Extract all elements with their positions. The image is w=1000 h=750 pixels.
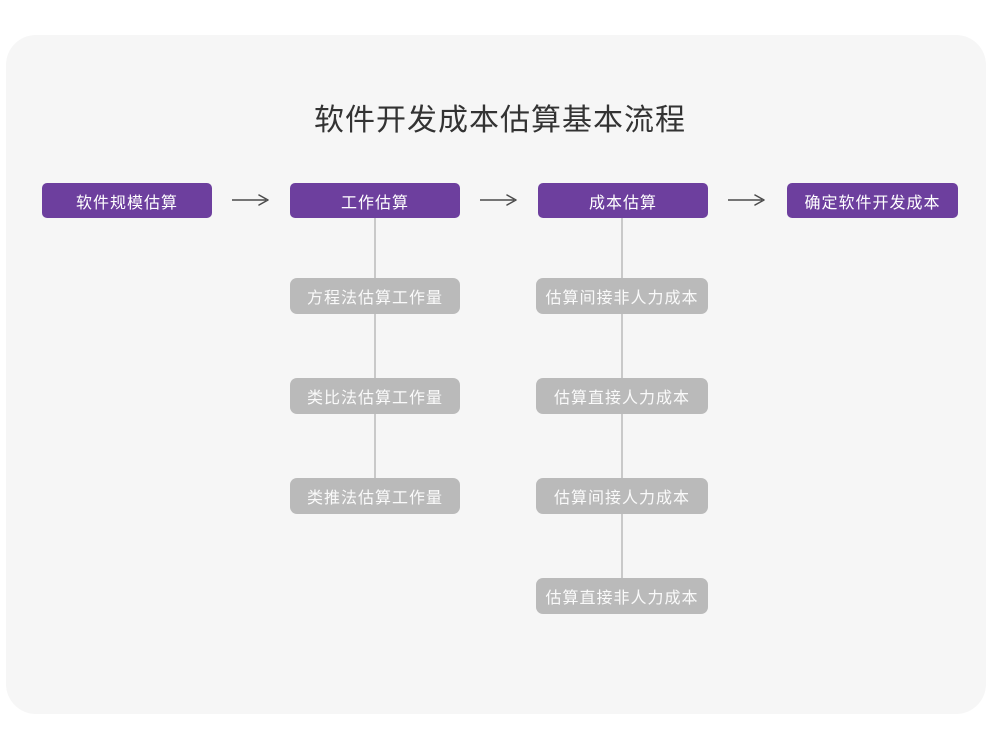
subnode-indirect-nonlabor-cost: 估算间接非人力成本 xyxy=(536,278,708,314)
subnode-label: 估算直接非人力成本 xyxy=(545,590,699,607)
arrow-right-icon xyxy=(728,194,765,206)
node-label: 成本估算 xyxy=(588,194,657,212)
subnode-direct-nonlabor-cost: 估算直接非人力成本 xyxy=(536,578,708,614)
subnode-equation-method: 方程法估算工作量 xyxy=(290,278,460,314)
node-label: 确定软件开发成本 xyxy=(804,194,941,212)
node-determine-dev-cost: 确定软件开发成本 xyxy=(787,183,958,218)
subnode-label: 估算直接人力成本 xyxy=(553,390,690,407)
subnode-label: 类比法估算工作量 xyxy=(306,390,443,407)
connector-line-work xyxy=(374,218,376,478)
subnode-label: 估算间接非人力成本 xyxy=(545,290,699,307)
node-label: 软件规模估算 xyxy=(75,194,178,212)
subnode-direct-labor-cost: 估算直接人力成本 xyxy=(536,378,708,414)
node-label: 工作估算 xyxy=(340,194,409,212)
subnode-label: 估算间接人力成本 xyxy=(553,490,690,507)
arrow-right-icon xyxy=(480,194,517,206)
node-work-estimation: 工作估算 xyxy=(290,183,460,218)
canvas-card xyxy=(6,35,986,714)
diagram-title: 软件开发成本估算基本流程 xyxy=(314,104,686,137)
subnode-extrapolation-method: 类推法估算工作量 xyxy=(290,478,460,514)
node-software-scale-estimation: 软件规模估算 xyxy=(42,183,212,218)
subnode-label: 类推法估算工作量 xyxy=(306,490,443,507)
subnode-analogy-method: 类比法估算工作量 xyxy=(290,378,460,414)
arrow-right-icon xyxy=(232,194,269,206)
subnode-indirect-labor-cost: 估算间接人力成本 xyxy=(536,478,708,514)
node-cost-estimation: 成本估算 xyxy=(538,183,708,218)
subnode-label: 方程法估算工作量 xyxy=(306,290,443,307)
